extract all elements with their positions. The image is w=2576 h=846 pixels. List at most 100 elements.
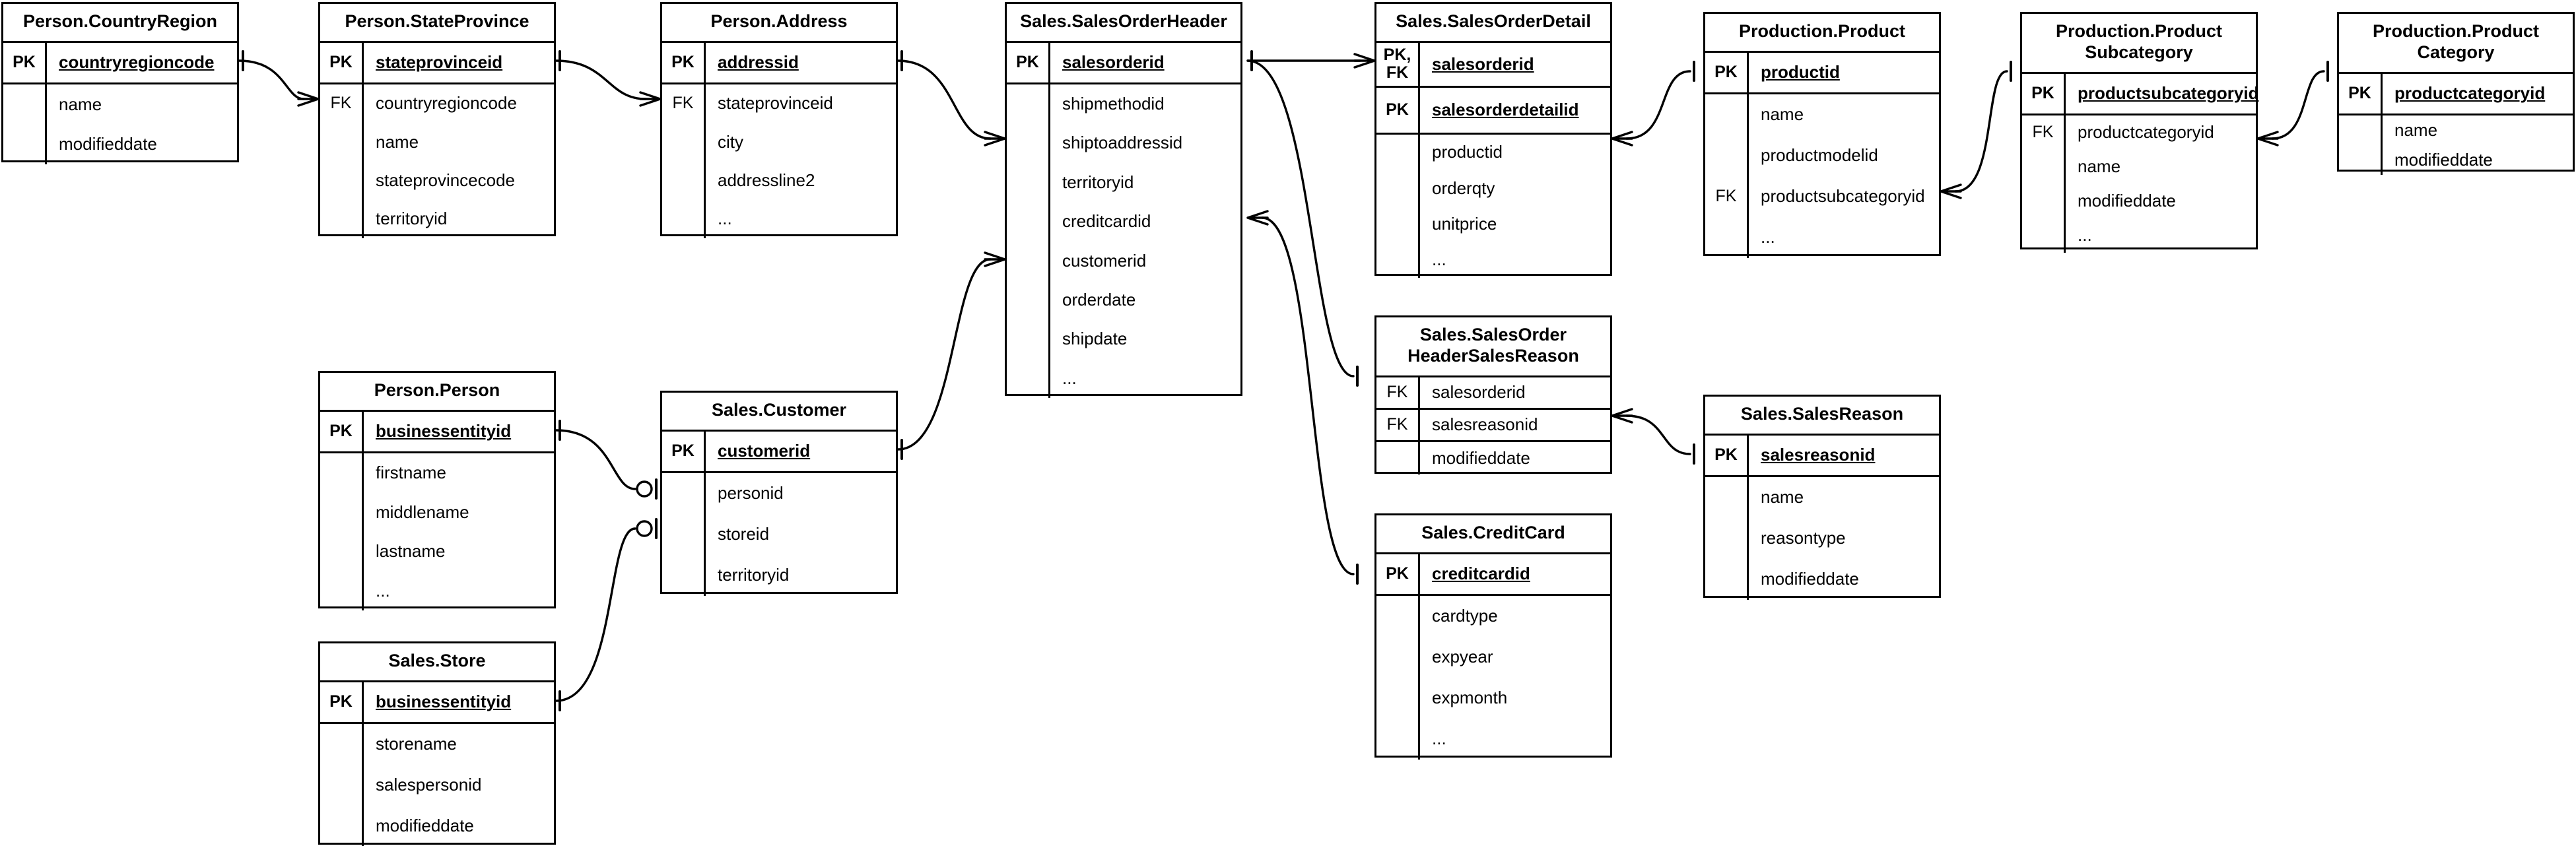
key-tag <box>1376 134 1420 171</box>
key-tag <box>1705 94 1749 135</box>
attribute-row: storename <box>320 723 554 765</box>
attribute-name: name <box>376 131 419 152</box>
attribute-name: productmodelid <box>1761 145 1878 166</box>
rel-sohsalesreason-salesreason <box>1611 408 1695 465</box>
key-tag <box>1007 84 1050 124</box>
key-tag <box>662 161 706 200</box>
attribute-name: shipmethodid <box>1062 94 1165 114</box>
attribute-row: name <box>1705 94 1939 135</box>
key-tag <box>320 453 364 493</box>
key-tag <box>1007 358 1050 398</box>
attribute-row: name <box>1705 476 1939 518</box>
attribute-name: modifieddate <box>1761 569 1859 589</box>
attribute-name: expmonth <box>1432 688 1508 708</box>
attribute-name: countryregioncode <box>59 52 215 73</box>
key-tag <box>1705 135 1749 176</box>
attribute-row: storeid <box>662 513 896 555</box>
attribute-name: addressline2 <box>718 170 815 190</box>
attribute-row: ... <box>1007 358 1240 398</box>
attribute-name: storeid <box>718 524 770 544</box>
key-tag: FK <box>662 84 706 123</box>
rel-salesorderheader-sohsalesreason <box>1246 59 1359 387</box>
attribute-name: ... <box>1432 249 1446 270</box>
key-tag: PK <box>1705 52 1749 92</box>
attribute-row: shiptoaddressid <box>1007 123 1240 163</box>
attribute-name: ... <box>1761 227 1775 247</box>
attribute-name: salesorderid <box>1432 382 1526 403</box>
key-tag <box>662 513 706 555</box>
attribute-name: territoryid <box>376 209 448 229</box>
rel-person-customer <box>555 420 658 500</box>
key-tag <box>2339 145 2383 175</box>
attribute-row: expmonth <box>1376 677 1610 719</box>
attribute-name: modifieddate <box>2394 149 2493 170</box>
key-tag <box>320 723 364 765</box>
attribute-name: countryregioncode <box>376 93 517 114</box>
key-tag: PK <box>662 431 706 471</box>
key-tag <box>2022 149 2066 184</box>
rel-salesorderheader-salesorderdetail <box>1246 50 1376 71</box>
attribute-row: cardtype <box>1376 595 1610 637</box>
key-tag <box>1376 441 1420 474</box>
attribute-name: salesorderid <box>1062 52 1165 73</box>
attribute-row: ... <box>1705 216 1939 258</box>
key-tag <box>2022 183 2066 218</box>
attribute-name: lastname <box>376 541 446 562</box>
attribute-row: middlename <box>320 492 554 532</box>
key-tag <box>1705 216 1749 258</box>
key-tag <box>1007 319 1050 359</box>
attribute-row: modifieddate <box>1705 558 1939 600</box>
attribute-row: territoryid <box>320 199 554 238</box>
attribute-name: orderdate <box>1062 289 1136 309</box>
attribute-row: name <box>320 123 554 162</box>
key-tag <box>320 123 364 162</box>
key-tag <box>3 124 47 164</box>
attribute-name: customerid <box>718 441 811 461</box>
entity-title: Sales.Store <box>320 643 554 682</box>
key-tag: PK <box>2022 73 2066 114</box>
key-tag <box>2339 115 2383 145</box>
key-tag <box>320 492 364 532</box>
key-tag <box>1007 162 1050 202</box>
attribute-row: PK customerid <box>662 431 896 471</box>
key-tag: PK <box>2339 73 2383 114</box>
attribute-row: personid <box>662 472 896 514</box>
attribute-name: ... <box>718 209 732 229</box>
attribute-name: stateprovinceid <box>376 52 503 73</box>
key-tag <box>662 199 706 238</box>
attribute-row: territoryid <box>1007 162 1240 202</box>
attribute-name: productsubcategoryid <box>2078 83 2259 104</box>
key-tag <box>320 764 364 806</box>
key-tag <box>1376 170 1420 207</box>
attribute-row: city <box>662 123 896 162</box>
attribute-row: reasontype <box>1705 517 1939 559</box>
key-tag <box>1376 677 1420 719</box>
